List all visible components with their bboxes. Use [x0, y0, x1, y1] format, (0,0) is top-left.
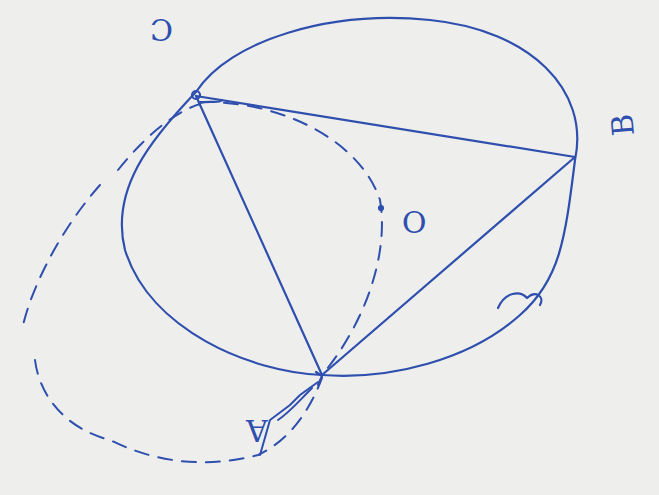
point-mark	[192, 91, 200, 99]
dashed-arc	[118, 104, 200, 170]
dashed-arc	[200, 102, 382, 375]
triangle-side	[322, 157, 575, 375]
point-label: B	[607, 113, 639, 138]
triangle-side	[196, 96, 575, 157]
triangle-side	[196, 96, 322, 375]
dashed-arc	[22, 185, 100, 330]
point-label: C	[150, 14, 173, 44]
scribble	[278, 388, 312, 420]
scribble	[498, 293, 541, 308]
scribble	[260, 382, 318, 455]
dashed-arc	[35, 360, 322, 462]
circle-outline	[122, 18, 577, 376]
center-label: O	[402, 206, 427, 236]
point-label: A	[246, 415, 268, 445]
